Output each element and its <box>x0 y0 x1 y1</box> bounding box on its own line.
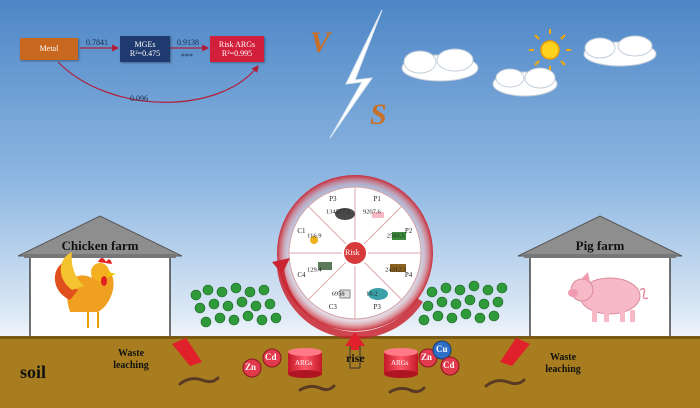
cloud-icon <box>583 35 657 67</box>
node-mges: MGEs R²=0.475 <box>120 36 170 62</box>
cloud-icon <box>492 67 558 97</box>
node-metal-label: Metal <box>39 44 59 54</box>
node-risk-args: Risk ARGs R²=0.995 <box>210 36 264 62</box>
wheel-sector-value: 9207.6 <box>362 208 381 216</box>
bacteria-icon <box>178 376 220 386</box>
coef-mges-risk: 0.9138 <box>177 38 199 47</box>
rooster-icon <box>54 252 116 328</box>
wheel-sector-value: 116.9 <box>307 232 322 240</box>
wheel-sector-value: 2593.5 <box>386 232 405 240</box>
wheel-sector-value: 10.2 <box>366 290 378 298</box>
letter-s: S <box>370 98 387 131</box>
bacteria-icon <box>388 386 426 394</box>
metal-zn-right: Zn <box>421 352 433 362</box>
sun-icon <box>529 29 571 71</box>
wheel-sector-name: P3 <box>329 195 337 204</box>
risk-wheel <box>272 175 433 339</box>
wheel-sector-name: P2 <box>404 226 413 235</box>
node-risk-r2: R²=0.995 <box>221 49 253 58</box>
wheel-sector-name: P3 <box>373 302 381 311</box>
wheel-sector-name: C3 <box>328 302 337 311</box>
node-mges-label: MGEs <box>134 39 156 49</box>
waste-leaching-left: Waste leaching <box>113 348 149 371</box>
coef-mges-risk-sig: *** <box>181 52 193 61</box>
crop-plants-right <box>418 280 508 326</box>
bacteria-icon <box>484 378 526 388</box>
waste-arrow-right <box>500 338 530 366</box>
waste-leaching-right: Waste leaching <box>545 352 581 375</box>
pig-farm-house <box>517 215 683 339</box>
metal-cd-right: Cd <box>443 360 455 370</box>
wheel-sector-value: 6958 <box>331 290 345 298</box>
node-mges-r2: R²=0.475 <box>129 49 161 58</box>
wheel-sector-value: 24312.3 <box>385 266 407 274</box>
soil-label: soil <box>20 362 47 382</box>
pig-icon <box>568 272 649 322</box>
cloud-icon <box>401 48 479 82</box>
rise-arrow <box>345 332 365 369</box>
wheel-sector-value: 134577.2 <box>325 208 351 216</box>
wheel-sector-name: P4 <box>404 271 413 280</box>
metal-zn-left: Zn <box>245 362 257 372</box>
coef-metal-risk: 0.096 <box>130 94 148 103</box>
args-label-right: ARGs <box>391 359 409 367</box>
lightning-icon <box>329 9 383 139</box>
coef-metal-mges: 0.7841 <box>86 38 108 47</box>
rise-label: rise <box>346 351 365 365</box>
args-cylinder-right <box>384 348 418 378</box>
letter-v: V <box>310 26 331 59</box>
node-risk-label: Risk ARGs <box>218 39 256 49</box>
wheel-center-label: Risk <box>345 248 360 257</box>
pig-farm-label: Pig farm <box>575 238 625 253</box>
metal-cu-right: Cu <box>436 344 448 354</box>
crop-plants-left <box>190 282 282 328</box>
node-metal: Metal <box>20 38 78 60</box>
chicken-farm-label: Chicken farm <box>61 238 139 253</box>
wheel-sector-name: C1 <box>297 226 306 235</box>
args-label-left: ARGs <box>295 359 313 367</box>
args-cylinder-left <box>288 348 322 378</box>
bacteria-icon <box>298 384 336 392</box>
path-metal-risk <box>57 61 259 103</box>
wheel-sector-name: P1 <box>373 195 381 204</box>
wheel-sector-name: C4 <box>297 271 306 280</box>
waste-arrow-left <box>172 338 202 366</box>
metal-cd-left: Cd <box>265 352 277 362</box>
wheel-sector-value: 129.4 <box>307 266 322 274</box>
